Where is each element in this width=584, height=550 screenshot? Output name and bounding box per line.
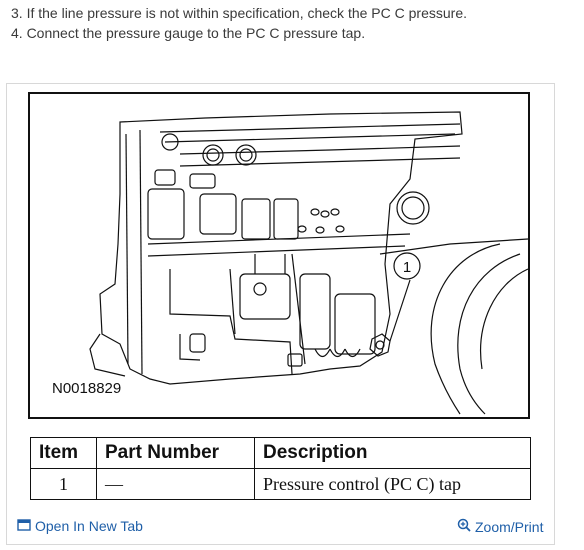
figure-id: N0018829 — [52, 380, 122, 397]
header-item: Item — [30, 437, 97, 469]
callout-balloon — [393, 252, 421, 280]
cell-item: 1 — [30, 468, 97, 500]
table-row: 1 — Pressure control (PC C) tap — [30, 468, 531, 500]
header-description: Description — [254, 437, 531, 469]
callout-number: 1 — [403, 259, 411, 276]
cell-description: Pressure control (PC C) tap — [254, 468, 531, 500]
zoom-print-label: Zoom/Print — [475, 518, 544, 535]
magnifier-plus-icon — [457, 518, 471, 535]
zoom-print-link[interactable]: Zoom/Print — [457, 518, 543, 535]
transmission-case-drawing: 1 — [89, 111, 528, 415]
open-in-new-tab-label: Open In New Tab — [35, 518, 143, 534]
cell-part-number: — — [96, 468, 255, 500]
open-in-new-tab-link[interactable]: Open In New Tab — [17, 518, 143, 534]
parts-legend-table: Item Part Number Description 1 — Pressur… — [30, 437, 531, 500]
legend-header-row: Item Part Number Description — [30, 437, 531, 469]
step-4-text: 4. Connect the pressure gauge to the PC … — [11, 25, 366, 41]
header-part-number: Part Number — [96, 437, 255, 469]
transmission-illustration: 1 N0018829 — [28, 92, 530, 419]
step-3-text: 3. If the line pressure is not within sp… — [11, 5, 467, 21]
window-icon — [17, 518, 31, 534]
